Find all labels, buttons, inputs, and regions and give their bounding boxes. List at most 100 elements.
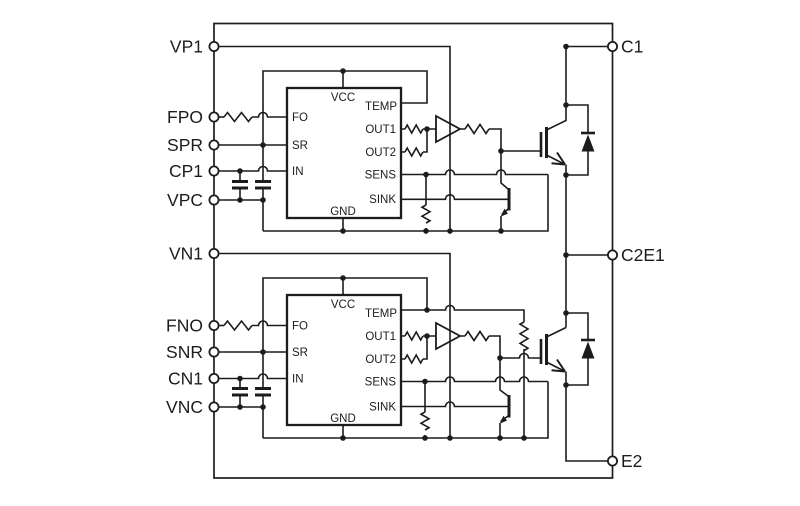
label-cp1: CP1 — [169, 161, 203, 181]
label-vn1: VN1 — [169, 244, 203, 264]
igbt-emitter-arrow-b — [551, 358, 566, 373]
p-side-junctions — [237, 43, 569, 258]
wire-c1-link — [565, 45, 608, 105]
label-e2: E2 — [621, 451, 642, 471]
resistor-out2-b — [404, 353, 424, 365]
igbt-emitter-lead-b — [546, 361, 566, 373]
label-fpo: FPO — [167, 107, 203, 127]
sink-transistor-icon — [500, 151, 511, 231]
diode-triangle — [581, 134, 595, 152]
wire-vp1-rail — [214, 45, 451, 231]
igbt-collector-lead — [546, 105, 567, 131]
freewheel-diode-bottom-icon — [566, 312, 595, 386]
terminal-cp1 — [208, 165, 220, 177]
terminal-c2e1 — [607, 249, 619, 261]
pin-label-out2: OUT2 — [365, 147, 396, 159]
buffer-amplifier-icon — [435, 114, 462, 144]
terminal-pins — [208, 41, 619, 467]
wire-out2-b — [401, 336, 428, 360]
wire-gate-line-b — [500, 352, 541, 359]
pin-label-out1: OUT1 — [365, 124, 396, 136]
pin-label-temp-b: TEMP — [365, 308, 397, 320]
wire-sens — [401, 169, 548, 176]
wire-cn1 — [214, 373, 287, 380]
label-fno: FNO — [166, 316, 203, 336]
resistor-sens — [420, 204, 432, 224]
igbt-emitter-arrow — [551, 151, 566, 166]
resistor-fno — [223, 319, 253, 332]
pin-label-out2-b: OUT2 — [365, 354, 396, 366]
resistor-out1-b — [404, 330, 424, 342]
terminal-snr — [208, 346, 220, 358]
pin-label-in-b: IN — [292, 374, 304, 386]
p-side-driver-ic: VCC TEMP FO OUT1 SR OUT2 IN SENS SINK GN… — [285, 86, 403, 220]
label-c1: C1 — [621, 37, 643, 57]
pin-label-sr: SR — [292, 140, 308, 152]
pin-label-fo: FO — [292, 112, 308, 124]
bjt-collector — [500, 151, 510, 191]
terminal-spr — [208, 139, 220, 151]
resistor-fpo — [223, 111, 253, 123]
igbt-collector-lead-b — [546, 326, 567, 338]
pin-label-gnd-b: GND — [330, 413, 356, 425]
capacitor4-icon — [255, 387, 271, 397]
resistor-gate — [464, 123, 490, 135]
wire-gate-feed — [460, 128, 502, 151]
terminal-e2 — [607, 455, 619, 467]
module-outline — [213, 22, 614, 479]
pin-label-fo-b: FO — [292, 321, 308, 333]
terminal-vpc — [208, 194, 220, 206]
terminal-vn1 — [208, 247, 220, 259]
terminal-vnc — [208, 401, 220, 413]
p-side-cell: VCC TEMP FO OUT1 SR OUT2 IN SENS SINK GN… — [214, 43, 608, 328]
n-side-cell: VCC TEMP FO OUT1 SR OUT2 IN SENS SINK GN… — [214, 252, 608, 462]
diode-leads — [566, 104, 589, 176]
wire-fo-in-b — [252, 320, 287, 327]
ic-body-b — [285, 293, 403, 427]
pin-label-in: IN — [292, 166, 304, 178]
pin-label-sink: SINK — [369, 194, 396, 206]
ic-body — [285, 86, 403, 220]
label-spr: SPR — [167, 135, 203, 155]
terminal-fno — [208, 319, 220, 331]
wire-vn1-rail — [214, 252, 451, 438]
pin-label-vcc-b: VCC — [331, 299, 355, 311]
pin-label-sink-b: SINK — [369, 402, 396, 414]
pin-label-sr-b: SR — [292, 347, 308, 359]
wire-gnd-rail — [263, 174, 549, 232]
n-side-driver-ic: VCC TEMP FO OUT1 SR OUT2 IN SENS SINK GN… — [285, 293, 403, 427]
pin-label-out1-b: OUT1 — [365, 331, 396, 343]
terminal-fpo — [208, 111, 220, 123]
wire-vcc-wrap-b — [262, 277, 428, 388]
wire-cp1 — [214, 165, 287, 172]
wire-sink — [401, 194, 508, 201]
igbt-top-icon — [539, 105, 567, 166]
label-vnc: VNC — [166, 397, 203, 417]
igbt-bottom-icon — [539, 326, 567, 373]
capacitor3-icon — [232, 387, 248, 397]
capacitor2-icon — [255, 180, 271, 190]
freewheel-diode-top-icon — [566, 104, 595, 176]
terminal-labels: VP1 FPO SPR CP1 VPC VN1 FNO SNR CN1 VNC … — [166, 37, 665, 472]
diode-triangle-b — [581, 341, 595, 359]
label-snr: SNR — [166, 342, 203, 362]
terminal-cn1 — [208, 372, 220, 384]
label-cn1: CN1 — [168, 369, 203, 389]
wire-gate-feed-b — [460, 335, 501, 358]
bjt-collector-b — [499, 358, 510, 398]
wire-gnd-rail-b — [263, 381, 549, 439]
wire-vcc-wrap — [262, 70, 428, 181]
resistor-out2 — [404, 146, 424, 158]
bjt-emitter-arrow-b — [499, 415, 507, 424]
wire-sink-b — [401, 401, 508, 408]
pin-label-sens: SENS — [365, 170, 397, 182]
diode-leads-b — [566, 312, 589, 386]
resistor-sens-b — [419, 411, 431, 431]
label-vp1: VP1 — [170, 37, 203, 57]
resistor-gate-b — [464, 330, 490, 342]
capacitor1-icon — [232, 180, 248, 190]
wire-out2 — [401, 129, 428, 153]
wire-fo-in — [252, 111, 287, 118]
wire-e2-link — [565, 371, 608, 462]
